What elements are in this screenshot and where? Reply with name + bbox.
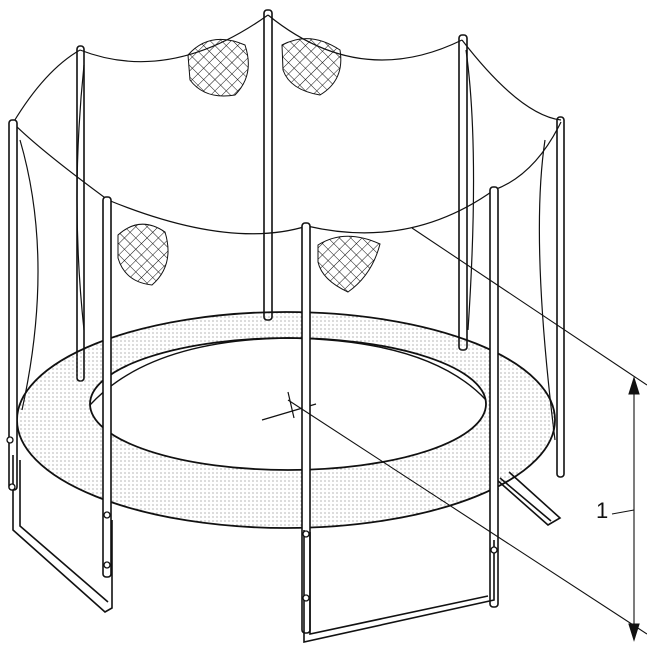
extension-line-top xyxy=(411,227,647,386)
jumping-mat xyxy=(89,337,487,471)
height-dimension xyxy=(287,227,647,642)
leg-center xyxy=(303,530,495,643)
arrow-bottom xyxy=(628,623,640,642)
mesh-patch-2 xyxy=(281,38,342,96)
net-pole-right xyxy=(556,116,565,478)
extension-line-bottom xyxy=(287,399,647,635)
front-legs xyxy=(12,455,495,643)
leg-right-rear xyxy=(496,471,562,526)
net-pole-front-left xyxy=(8,119,18,491)
safety-net xyxy=(12,14,562,441)
net-pole-front-right xyxy=(489,186,499,608)
net-pole-back-right xyxy=(458,34,468,351)
frame-pad xyxy=(16,311,556,529)
back-net-poles xyxy=(76,9,565,478)
mesh-patch-4 xyxy=(317,235,381,293)
arrow-top xyxy=(628,376,640,395)
label-leader xyxy=(611,509,635,515)
leg-left xyxy=(12,455,113,613)
mesh-patch-3 xyxy=(117,223,169,286)
net-pole-back-left xyxy=(76,45,85,382)
net-pole-back-center xyxy=(263,9,273,321)
net-pole-front-mid-left xyxy=(102,196,112,578)
dimension-label: 1 xyxy=(596,498,609,523)
mesh-patch-1 xyxy=(187,38,249,97)
frame-bolts xyxy=(6,436,498,602)
net-mesh-patches xyxy=(117,38,381,293)
